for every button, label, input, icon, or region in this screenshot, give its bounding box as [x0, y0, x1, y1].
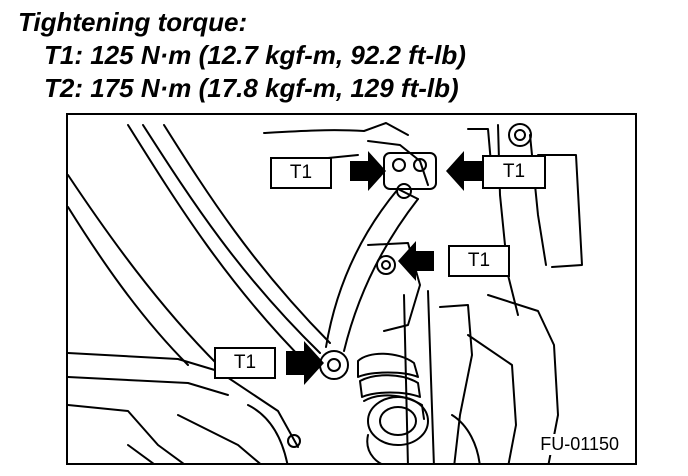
torque-spec-t1: T1: 125 N·m (12.7 kgf-m, 92.2 ft-lb) [44, 40, 466, 70]
arrow-right-top [350, 151, 386, 191]
suspension-line-drawing [68, 122, 583, 463]
callout-t1-lower: T1 [214, 347, 276, 379]
figure-code: FU-01150 [538, 434, 621, 455]
callout-t1-upper-left: T1 [270, 157, 332, 189]
arrow-right-lower [286, 341, 324, 385]
callout-arrows [286, 151, 482, 385]
callout-t1-upper-right: T1 [482, 155, 546, 189]
torque-heading: Tightening torque: [18, 7, 248, 37]
arrow-left-middle [398, 241, 434, 281]
arrow-left-top [446, 151, 482, 191]
torque-spec-t2: T2: 175 N·m (17.8 kgf-m, 129 ft-lb) [44, 73, 459, 103]
suspension-illustration: T1 T1 T1 T1 FU-01150 [66, 113, 637, 465]
callout-t1-middle: T1 [448, 245, 510, 277]
